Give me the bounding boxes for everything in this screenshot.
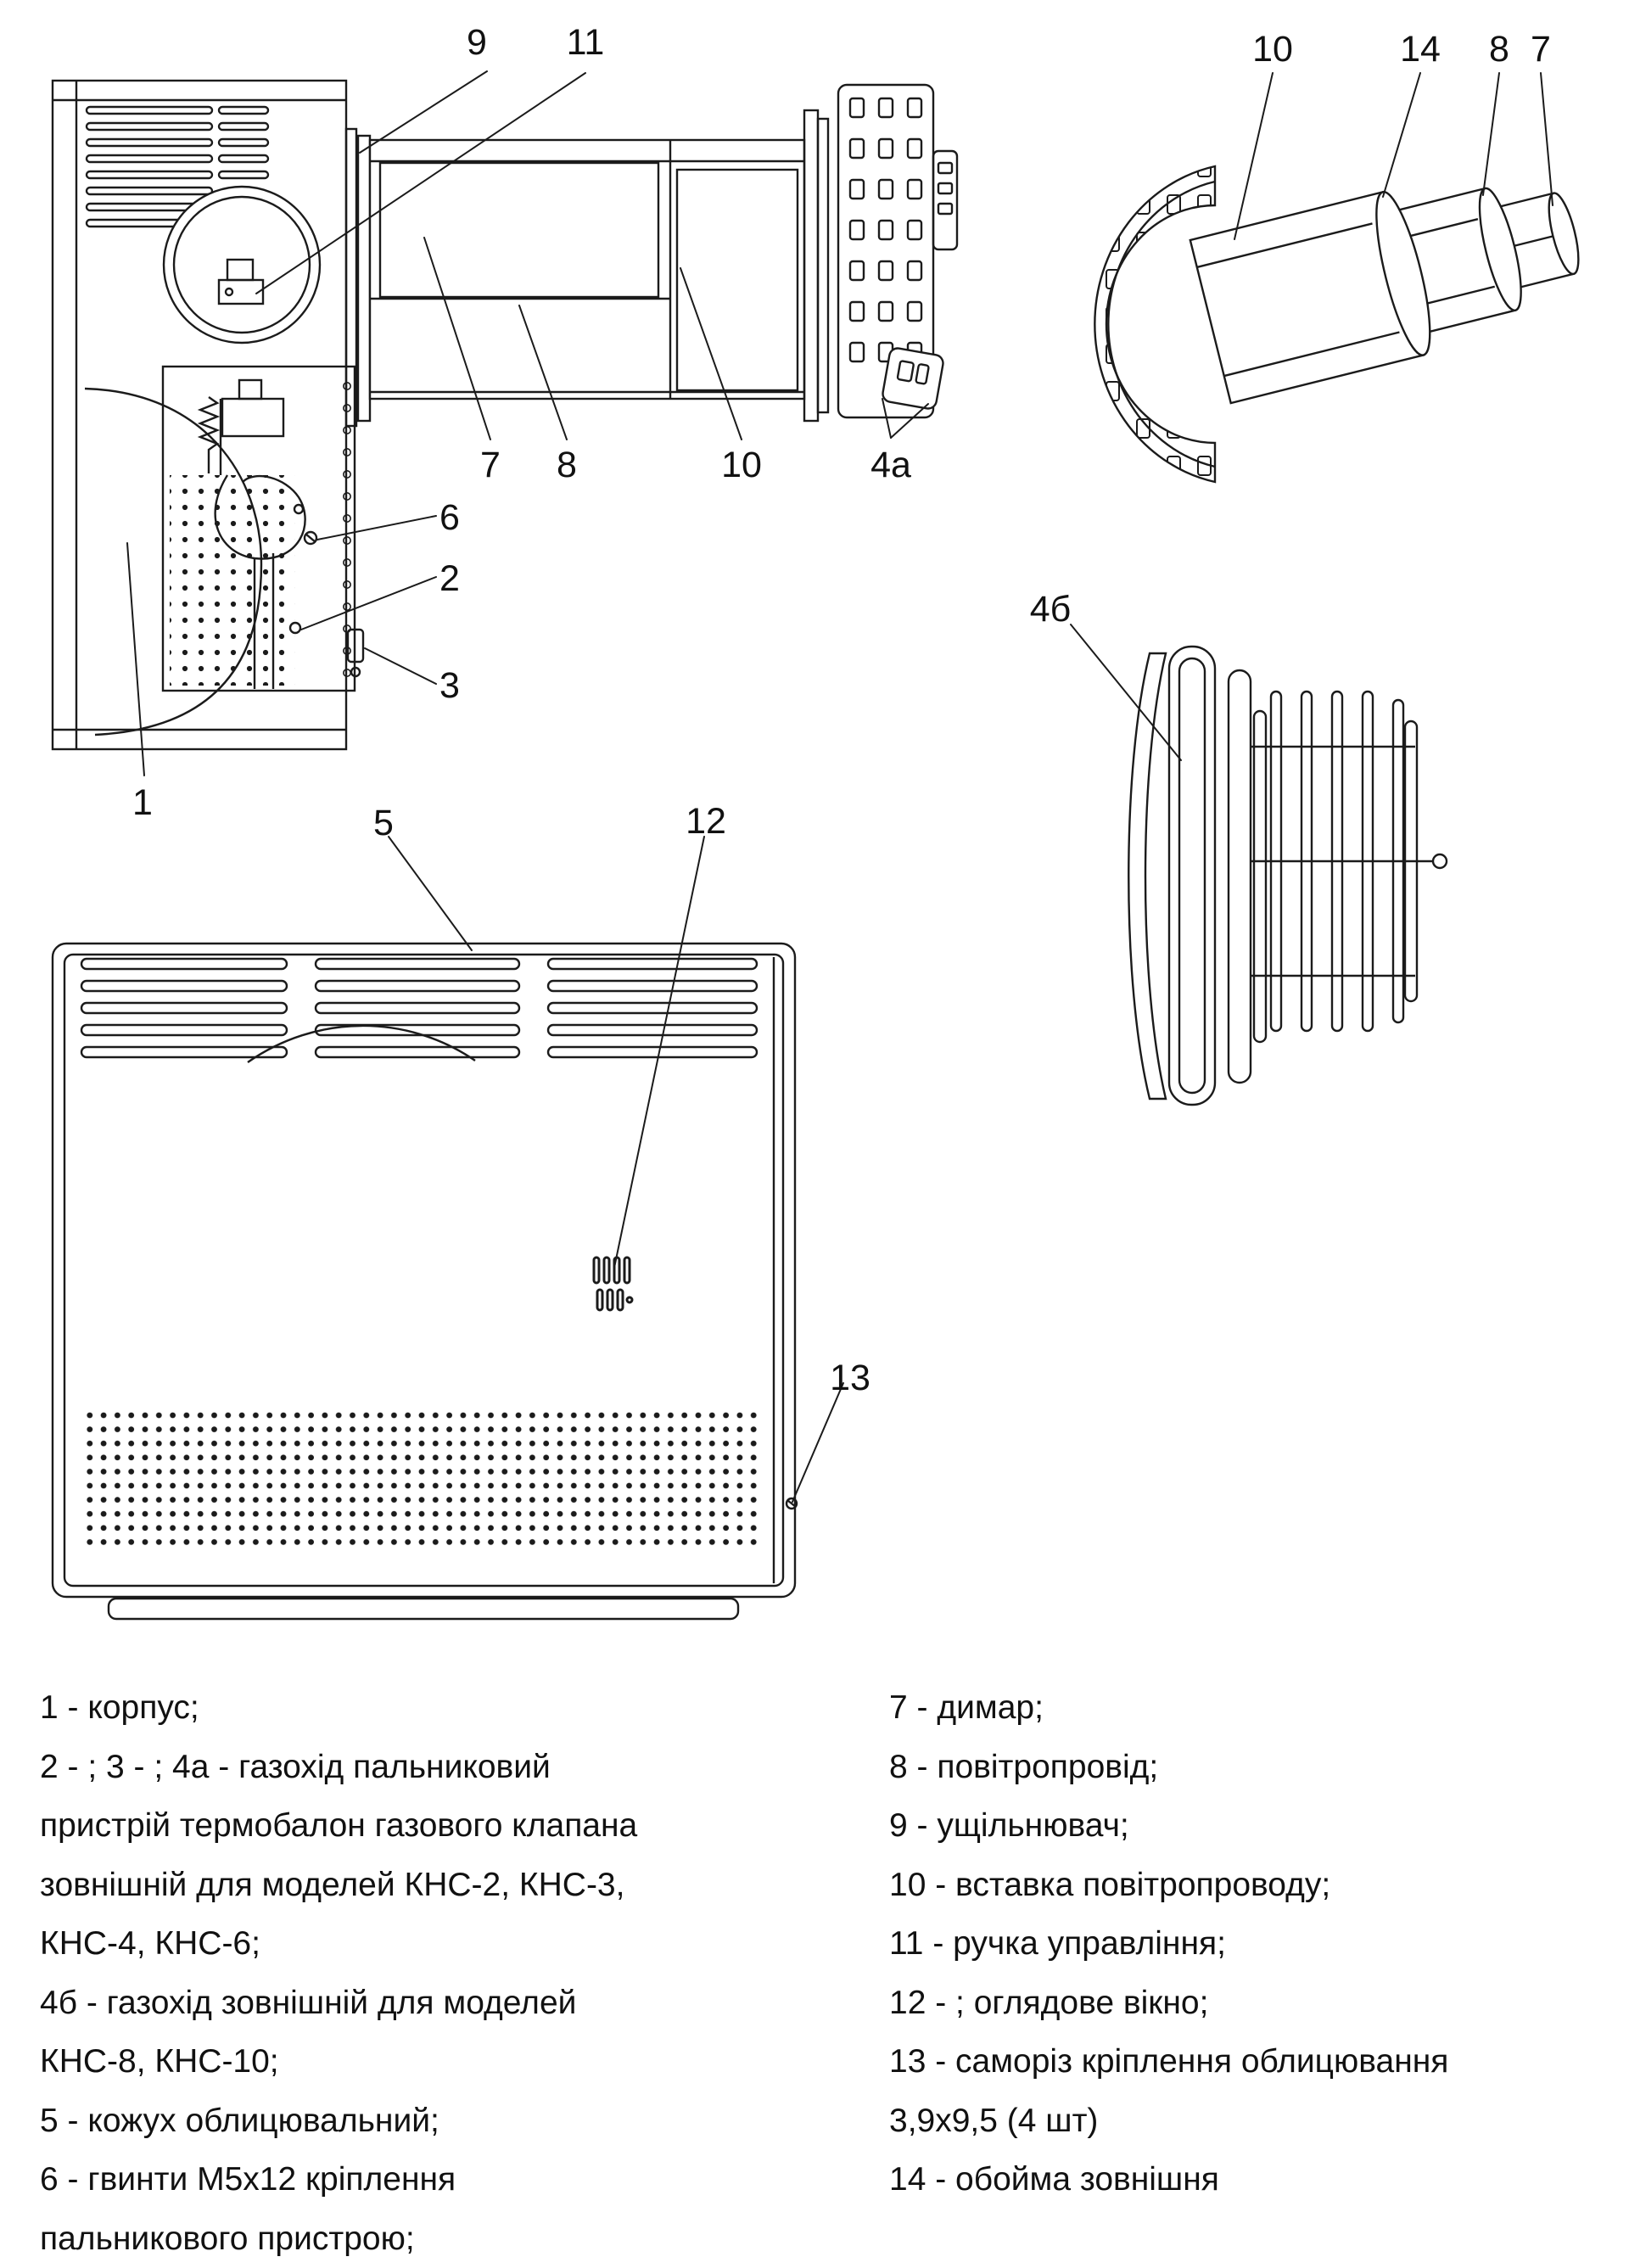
callout-8-exploded: 8 xyxy=(1489,29,1509,70)
callout-2: 2 xyxy=(439,558,460,599)
legend-line: пристрій термобалон газового клапана xyxy=(40,1807,638,1844)
burner-unit-panel xyxy=(161,365,356,692)
cover-perforation-field xyxy=(87,1408,762,1551)
callout-10-exploded: 10 xyxy=(1252,29,1293,70)
callout-7-duct: 7 xyxy=(480,445,501,485)
callout-4b: 4б xyxy=(1029,589,1072,630)
burner-duct-drawing xyxy=(368,109,830,423)
legend-line: 8 - повітропровід; xyxy=(889,1748,1159,1785)
duct-insert-10 xyxy=(675,168,799,392)
burner-opening-ring xyxy=(162,185,322,344)
legend-line: зовнішній для моделей КНС-2, КНС-3, xyxy=(40,1866,625,1903)
callout-6: 6 xyxy=(439,497,460,538)
legend-line: 3,9х9,5 (4 шт) xyxy=(889,2102,1099,2139)
plate-bracket xyxy=(882,347,944,410)
callout-8-duct: 8 xyxy=(557,445,577,485)
gas-valve-assembly xyxy=(197,378,306,689)
thermoballoon-loop xyxy=(214,474,306,560)
fixing-screws xyxy=(288,503,365,678)
viewing-window-grille-12 xyxy=(592,1256,634,1312)
legend-line: КНС-4, КНС-6; xyxy=(40,1925,260,1962)
legend-line: 7 - димар; xyxy=(889,1689,1044,1726)
callout-11: 11 xyxy=(566,22,605,63)
callout-3: 3 xyxy=(439,665,460,706)
legend-line: КНС-8, КНС-10; xyxy=(40,2043,279,2080)
part-3-target xyxy=(346,628,365,664)
legend-line: пальникового пристрою; xyxy=(40,2220,415,2257)
control-knob xyxy=(217,278,265,305)
cover-reflection-curve xyxy=(247,1024,476,1063)
callout-5: 5 xyxy=(373,803,394,843)
leader-lines xyxy=(126,70,1553,1503)
legend-line: 5 - кожух облицювальний; xyxy=(40,2102,439,2139)
exploded-diagram-drawing xyxy=(51,70,1580,1621)
callout-12: 12 xyxy=(686,801,726,842)
cover-base xyxy=(107,1597,740,1621)
legend-right-column: 7 - димар; 8 - повітропровід; 9 - ущільнюв… xyxy=(889,1678,1627,2209)
callout-7-exploded: 7 xyxy=(1531,29,1551,70)
legend-left-column: 1 - корпус; 2 - ; 3 - ; 4а - газохід паль… xyxy=(40,1678,854,2268)
heater-body-drawing xyxy=(51,79,372,751)
legend-line: 1 - корпус; xyxy=(40,1689,199,1726)
legend-line: 14 - обойма зовнішня xyxy=(889,2161,1219,2198)
callout-10-duct: 10 xyxy=(721,445,762,485)
part-2-target xyxy=(288,621,302,635)
callout-14: 14 xyxy=(1400,29,1441,70)
cover-louvers xyxy=(80,957,759,1059)
legend-line: 6 - гвинти М5х12 кріплення xyxy=(40,2161,456,2198)
outer-gas-duct-4b-drawing xyxy=(1128,645,1448,1106)
callout-4a: 4а xyxy=(870,445,911,485)
legend-line: 4б - газохід зовнішній для моделей xyxy=(40,1984,577,2021)
legend-line: 10 - вставка повітропроводу; xyxy=(889,1866,1331,1903)
legend-line: 13 - саморіз кріплення облицювання xyxy=(889,2043,1449,2080)
mounting-plate xyxy=(1167,645,1217,1106)
callout-13: 13 xyxy=(830,1358,870,1398)
callout-9: 9 xyxy=(467,22,487,63)
outer-sleeve-14 xyxy=(1189,190,1431,405)
perforated-cowl-10 xyxy=(1094,165,1217,484)
callout-1: 1 xyxy=(132,782,153,823)
plate-holes xyxy=(848,97,923,363)
chimney-7 xyxy=(378,161,660,299)
legend-line: 12 - ; оглядове вікно; xyxy=(889,1984,1209,2021)
outer-duct-assembly-drawing xyxy=(1094,165,1580,484)
screw-13-target xyxy=(785,1497,798,1510)
end-screw xyxy=(1431,853,1448,870)
gas-duct-plate-4a-drawing xyxy=(837,83,959,419)
legend-line: 9 - ущільнювач; xyxy=(889,1807,1129,1844)
parts-legend: 1 - корпус; 2 - ; 3 - ; 4а - газохід паль… xyxy=(0,1678,1629,2268)
legend-line: 11 - ручка управління; xyxy=(889,1925,1226,1962)
front-cover-drawing xyxy=(51,942,798,1621)
legend-line: 2 - ; 3 - ; 4а - газохід пальниковий xyxy=(40,1748,551,1785)
